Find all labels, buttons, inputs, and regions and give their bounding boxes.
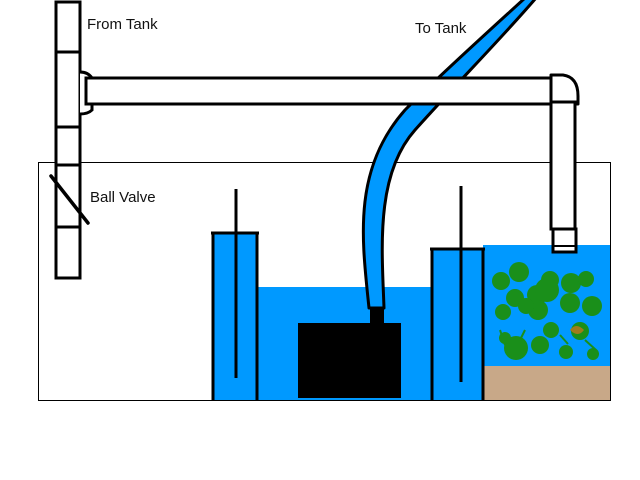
- to-tank-label: To Tank: [415, 20, 467, 37]
- from-tank-label: From Tank: [87, 16, 158, 33]
- down-pipe: [549, 100, 577, 231]
- pipe-elbow: [549, 73, 580, 106]
- brown-algae: [570, 326, 584, 334]
- macroalgae-stems: [499, 329, 597, 351]
- ball-valve-handle: [49, 174, 90, 225]
- pump-outlet: [370, 307, 384, 324]
- return-pump: [298, 323, 401, 398]
- water-right-chamber: [432, 248, 483, 400]
- macroalgae: [492, 262, 602, 360]
- pipe-outlet: [551, 227, 578, 254]
- ball-valve-label: Ball Valve: [90, 189, 156, 206]
- sand-bed: [483, 366, 610, 400]
- sump-outline: [38, 162, 611, 401]
- return-hose: [361, 0, 537, 310]
- overflow-pipe: [54, 0, 82, 280]
- horizontal-pipe: [84, 76, 558, 106]
- baffles: [211, 186, 485, 400]
